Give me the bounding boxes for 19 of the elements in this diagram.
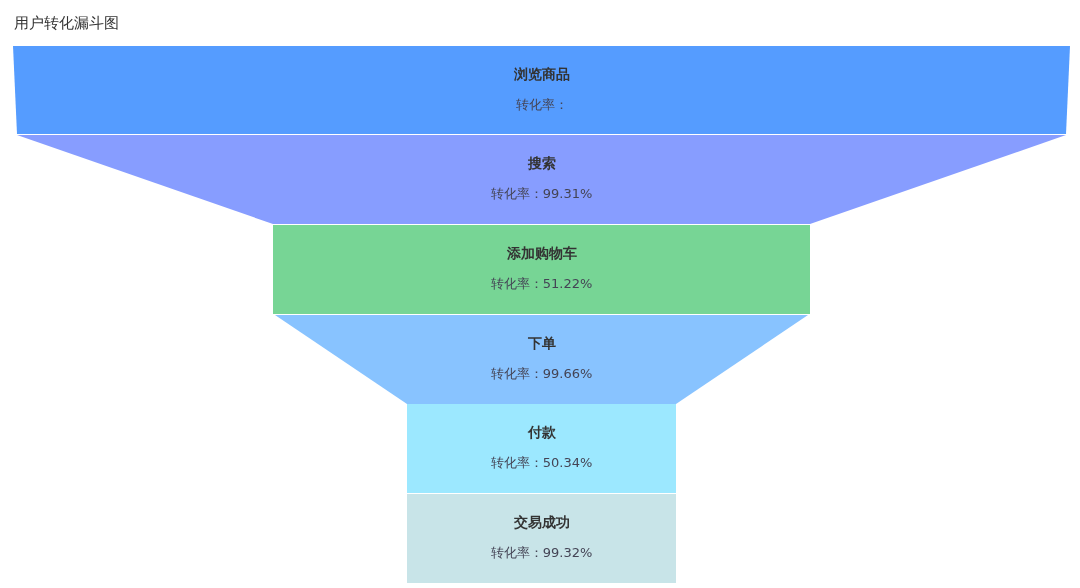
- stage-name: 添加购物车: [506, 245, 577, 263]
- chart-title: 用户转化漏斗图: [14, 14, 119, 33]
- funnel-segment: [407, 494, 676, 583]
- stage-name: 下单: [527, 335, 556, 353]
- funnel-segment: [407, 404, 676, 493]
- conversion-rate: 转化率：99.66%: [490, 365, 593, 383]
- conversion-rate: 转化率：: [515, 96, 568, 114]
- conversion-rate: 转化率：50.34%: [490, 454, 593, 472]
- stage-name: 付款: [527, 424, 556, 442]
- funnel-segment: [275, 315, 808, 404]
- stage-name: 浏览商品: [513, 66, 570, 84]
- conversion-rate: 转化率：51.22%: [490, 275, 593, 293]
- funnel-segment: [17, 135, 1066, 224]
- funnel-segment: [273, 225, 810, 314]
- stage-name: 搜索: [527, 155, 556, 173]
- funnel-segment: [13, 46, 1070, 134]
- conversion-rate: 转化率：99.31%: [490, 185, 593, 203]
- conversion-rate: 转化率：99.32%: [490, 544, 593, 562]
- stage-name: 交易成功: [513, 514, 570, 532]
